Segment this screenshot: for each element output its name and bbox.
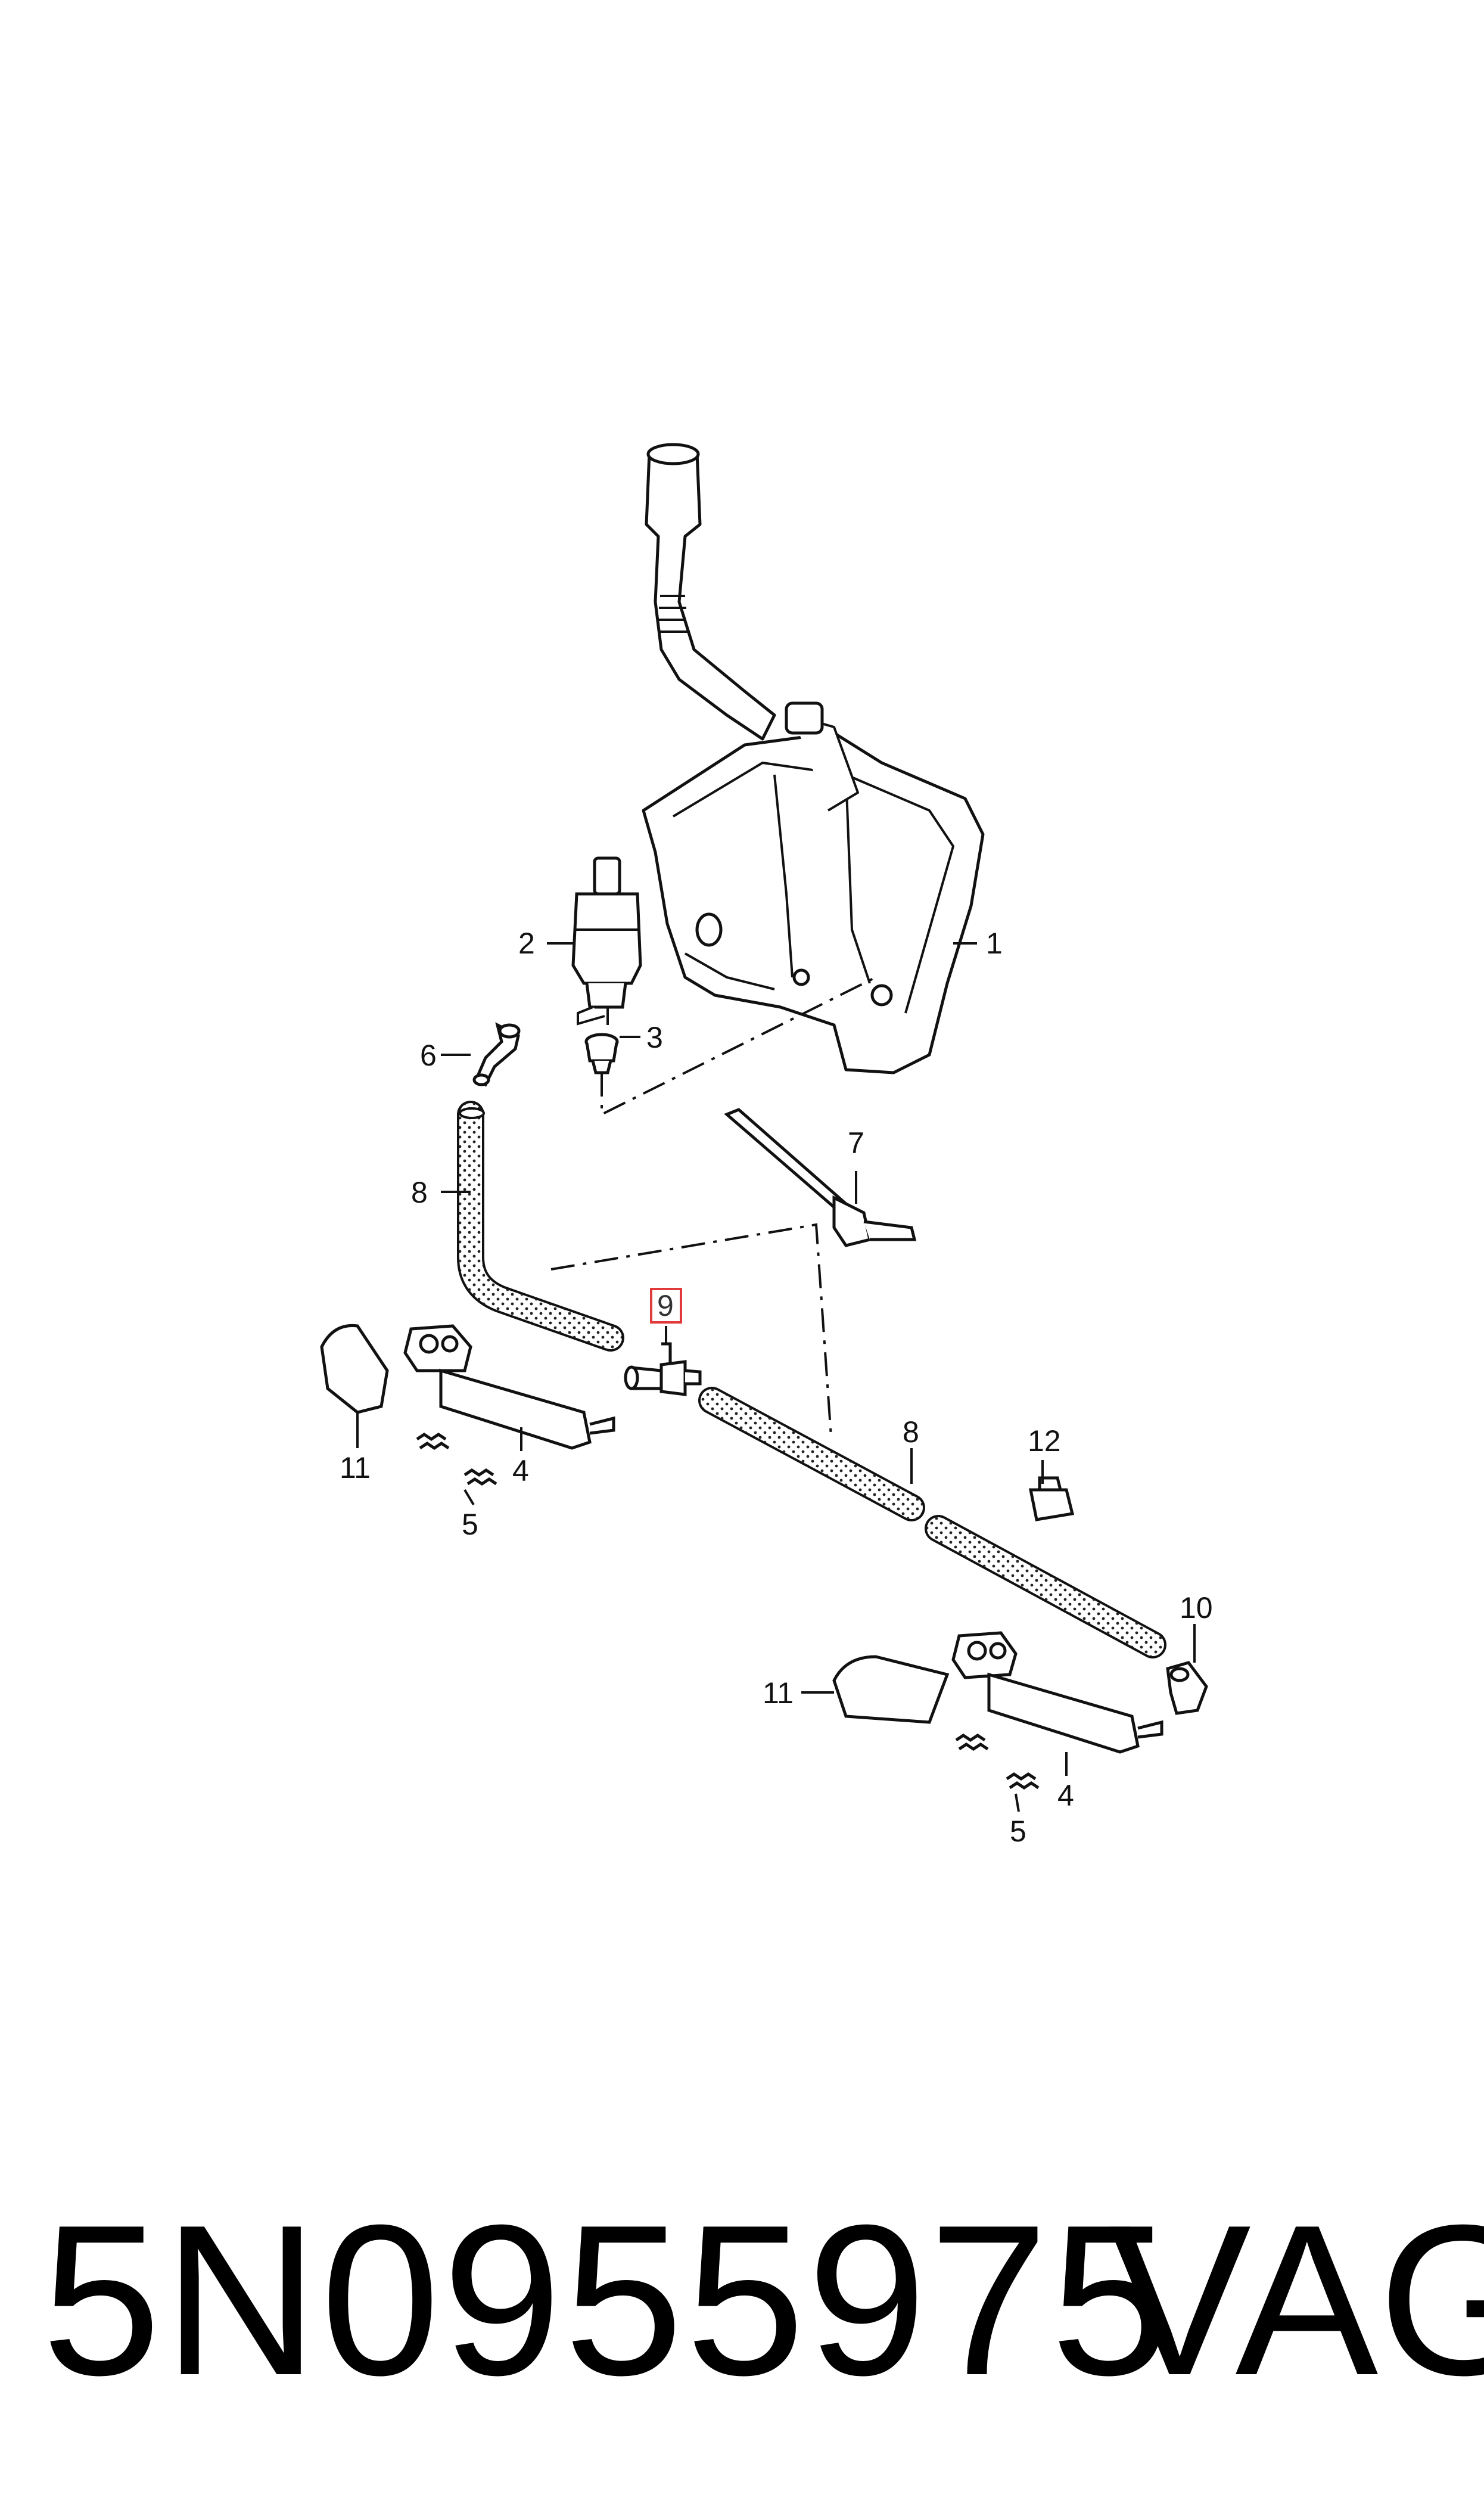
callout-4-right: 4: [1057, 1779, 1074, 1812]
brand-name: VAG: [1108, 2181, 1484, 2420]
callout-9-highlight: [650, 1288, 682, 1324]
hose-center: [698, 1387, 925, 1521]
callout-12: 12: [1028, 1424, 1061, 1458]
callout-5-left: 5: [462, 1508, 478, 1541]
leader-lines: [356, 942, 1196, 1812]
callout-7: 7: [848, 1126, 864, 1160]
cable-tie: [724, 1108, 917, 1247]
callout-10: 10: [1180, 1591, 1213, 1625]
callout-11-right: 11: [763, 1676, 794, 1710]
callout-4-left: 4: [512, 1454, 529, 1487]
parts-exploded-diagram: 1 2 3 6 7 8 9 8 12 10 11 4 5 11 4 5: [320, 443, 1213, 1848]
washer-fluid-reservoir: [642, 443, 985, 1074]
callout-6: 6: [420, 1039, 437, 1072]
callout-5-right: 5: [1010, 1815, 1026, 1848]
washer-pump: [571, 856, 642, 1026]
callout-9: 9: [657, 1289, 674, 1322]
callout-11-left: 11: [340, 1451, 371, 1484]
reference-lines: [550, 976, 876, 1437]
callout-8-left: 8: [411, 1176, 428, 1209]
callout-labels: 1 2 3 6 7 8 9 8 12 10 11 4 5 11 4 5: [340, 927, 1213, 1848]
headlamp-washer-jet-left: [403, 1324, 615, 1450]
callout-8-center: 8: [903, 1415, 919, 1449]
elbow-connector: [472, 1022, 521, 1087]
hose-clip: [1028, 1476, 1075, 1521]
headlamp-washer-jet-right: [951, 1631, 1163, 1754]
hose-left: [457, 1101, 624, 1352]
part-number: 5N0955975: [42, 2181, 1172, 2420]
pump-grommet: [584, 1033, 619, 1074]
callout-3: 3: [646, 1021, 663, 1054]
hose-right: [925, 1515, 1166, 1658]
callout-2: 2: [518, 927, 535, 960]
springs: [416, 1432, 1040, 1790]
angled-connector: [1166, 1661, 1208, 1715]
jet-cover-right: [832, 1655, 950, 1724]
jet-cover-left: [320, 1324, 389, 1414]
callout-1: 1: [986, 927, 1003, 960]
t-piece-connector: [624, 1342, 702, 1396]
